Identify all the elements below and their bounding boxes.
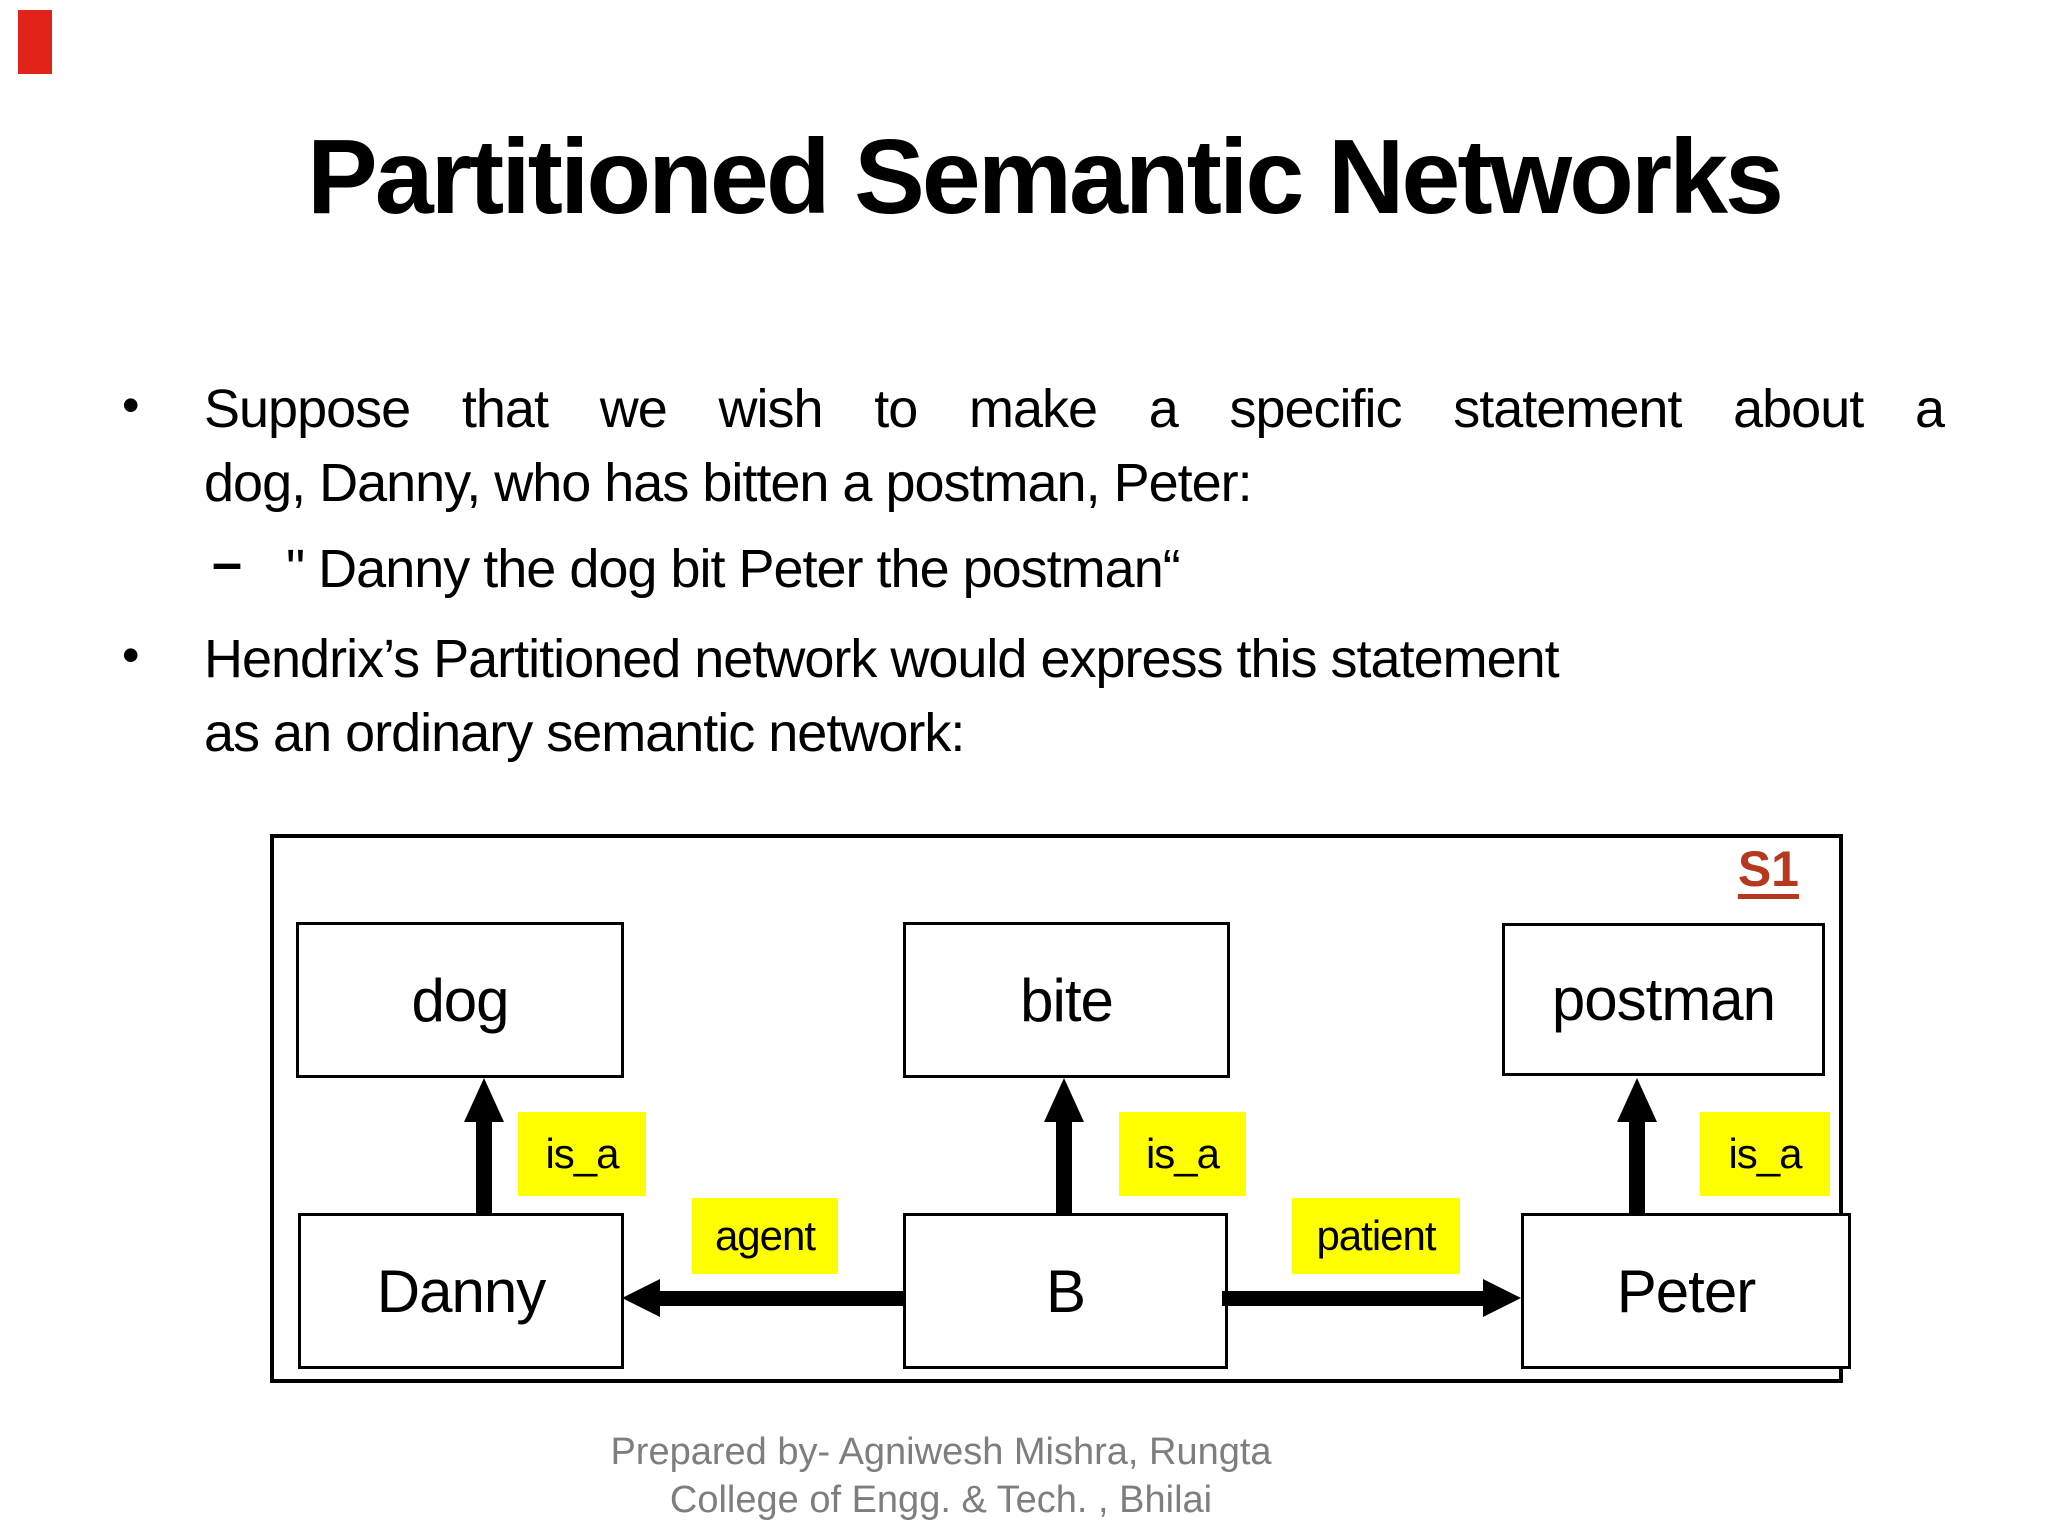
node-box-bite: bite [903,922,1230,1078]
bullet1-line2: dog, Danny, who has bitten a postman, Pe… [204,453,1253,513]
isa-arrow-danny-to-dog [476,1118,492,1213]
bullet2-line2: as an ordinary semantic network: [204,703,965,763]
left-arrowhead-icon [622,1279,660,1317]
sub-bullet-text: " Danny the dog bit Peter the postman“ [286,539,1181,599]
up-arrowhead-icon [464,1078,504,1122]
node-box-dog: dog [296,922,624,1078]
relation-label-agent: agent [692,1198,838,1274]
right-arrowhead-icon [1483,1279,1521,1317]
relation-label-isa-dog: is_a [518,1112,646,1196]
node-box-b: B [903,1213,1228,1369]
relation-label-isa-postman: is_a [1700,1112,1830,1196]
node-box-postman: postman [1502,923,1825,1076]
page-title: Partitioned Semantic Networks [307,118,1784,236]
bullet1-line1: Suppose that we wish to make a specific … [204,379,1945,439]
bullet-marker: • [122,377,140,433]
up-arrowhead-icon [1617,1078,1657,1122]
partition-label-s1: S1 [1737,841,1799,897]
patient-arrow-b-to-peter [1222,1291,1484,1306]
relation-label-isa-bite: is_a [1119,1112,1246,1196]
footer-credit-line2: College of Engg. & Tech. , Bhilai [669,1479,1213,1521]
corner-accent-mark [18,10,52,74]
agent-arrow-b-to-danny [658,1291,903,1306]
partition-frame: S1 dog bite postman Danny B Peter is_a i… [270,834,1851,1383]
isa-arrow-peter-to-postman [1629,1118,1645,1213]
node-box-peter: Peter [1521,1213,1851,1369]
bullet2-line1: Hendrix’s Partitioned network would expr… [204,629,1560,689]
relation-label-patient: patient [1292,1198,1460,1274]
footer-credit-line1: Prepared by- Agniwesh Mishra, Rungta [610,1431,1272,1473]
up-arrowhead-icon [1044,1078,1084,1122]
footer-credit: Prepared by- Agniwesh Mishra, Rungta Col… [424,1428,1458,1524]
isa-arrow-b-to-bite [1056,1118,1072,1213]
node-box-danny: Danny [298,1213,624,1369]
bullet-marker: • [122,627,140,683]
sub-bullet-dash: – [212,533,243,593]
